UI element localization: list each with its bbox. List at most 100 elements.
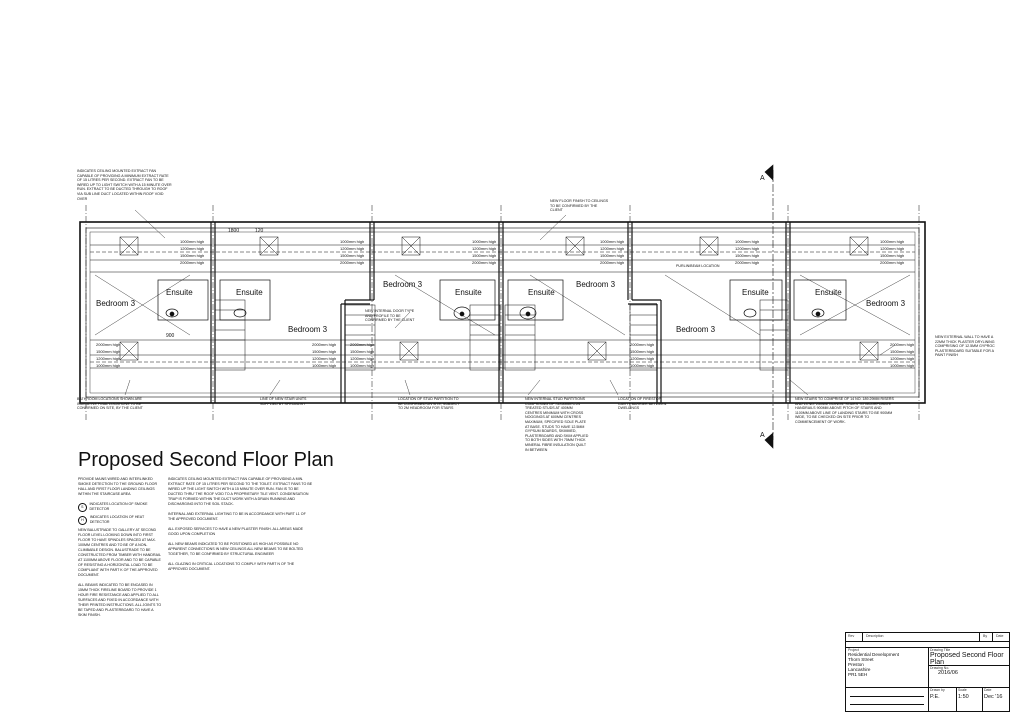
- height-note: 2000mm high: [340, 260, 364, 265]
- project-cell: Project Residential Development Thorn St…: [846, 647, 928, 687]
- height-note: 2000mm high: [630, 342, 654, 347]
- legend-smoke: S INDICATES LOCATION OF SMOKE DETECTOR: [78, 502, 163, 512]
- rev-label: Rev: [848, 634, 855, 638]
- height-note: 1200mm high: [312, 356, 336, 361]
- drawn-by-cell: Drawn by P.E.: [928, 687, 956, 711]
- callout-stud-partition: LOCATION OF STUD PARTITION TO BE CONFIRM…: [398, 397, 460, 411]
- stairs: [214, 299, 789, 371]
- callout-line-of-stair: LINE OF NEW STAIR UNITS SUPPLIED BY SPEC…: [260, 397, 307, 406]
- height-note: 1000mm high: [735, 239, 759, 244]
- callout-extract-fan: INDICATES CEILING MOUNTED EXTRACT FAN CA…: [77, 169, 172, 201]
- date-cell: Date Dec '16: [982, 687, 1009, 711]
- height-note: 2000mm high: [350, 342, 374, 347]
- room-label: Bedroom 3: [288, 325, 328, 334]
- drawn-by-label: Drawn by: [930, 688, 945, 692]
- height-note: 1000mm high: [630, 363, 654, 368]
- height-note: 1000mm high: [340, 239, 364, 244]
- room-label: Bedroom 3: [866, 299, 906, 308]
- room-labels: Bedroom 3 Ensuite Ensuite Bedroom 3 Bedr…: [96, 280, 906, 334]
- legend-text: INDICATES LOCATION OF HEAT DETECTOR: [89, 515, 145, 524]
- section-label-bottom: A: [760, 432, 765, 439]
- drawing-no: 2016/06: [938, 670, 958, 676]
- height-notes: 1000mm high 1200mm high 1500mm high 2000…: [96, 239, 914, 368]
- room-label: Ensuite: [166, 288, 193, 297]
- scale-label: Scale: [958, 688, 967, 692]
- drawing-title-cell: Drawing Title Proposed Second Floor Plan: [928, 647, 1009, 666]
- note: INTERNAL AND EXTERNAL LIGHTING TO BE IN …: [168, 512, 306, 521]
- dimension-900: 900: [166, 333, 175, 339]
- height-note: 2000mm high: [96, 342, 120, 347]
- callout-floor-finish: NEW FLOOR FINISH TO CEILINGS TO BE CONFI…: [550, 199, 609, 213]
- disclaimer: [848, 688, 926, 710]
- height-note: 2000mm high: [880, 260, 904, 265]
- legend-text: INDICATES LOCATION OF SMOKE DETECTOR: [89, 502, 148, 511]
- room-label: Bedroom 3: [383, 280, 423, 289]
- heat-detector-icon: H: [78, 515, 87, 525]
- rooflight-markers: [119, 236, 879, 361]
- scale: 1:50: [958, 694, 969, 700]
- project-line: Preston: [848, 662, 864, 667]
- callout-bathroom-locations: BATHROOM LOCATIONS SHOWN ARE INDICATIVE …: [77, 397, 143, 411]
- section-label-top: A: [760, 175, 765, 182]
- drawing-title-label: Drawing Title: [930, 648, 951, 652]
- note: INDICATES CEILING MOUNTED EXTRACT FAN CA…: [168, 477, 313, 506]
- title-block: Rev Description By Date Project Resident…: [845, 632, 1010, 712]
- general-notes-left: PROVIDE MAINS WIRED AND INTERLINKED SMOK…: [78, 477, 163, 623]
- height-note: 1200mm high: [880, 246, 904, 251]
- height-note: 1000mm high: [600, 239, 624, 244]
- height-note: 2000mm high: [472, 260, 496, 265]
- callout-internal-stud: NEW INTERNAL STUD PARTITIONS COMPRISING …: [525, 397, 589, 452]
- height-note: 1200mm high: [472, 246, 496, 251]
- leader-lines: [124, 209, 896, 396]
- height-note: 1500mm high: [472, 253, 496, 258]
- party-walls: [210, 222, 791, 403]
- height-note: 1000mm high: [472, 239, 496, 244]
- height-note: 1200mm high: [180, 246, 204, 251]
- room-label: Bedroom 3: [96, 299, 136, 308]
- note: ALL EXPOSED SERVICES TO HAVE A NEW PLAST…: [168, 527, 304, 536]
- drawing-no-cell: Drawing No. 2016/06: [928, 665, 1009, 687]
- callout-purlin: PURLIN/BEAM LOCATION: [676, 264, 720, 268]
- section-line-a: [764, 164, 774, 449]
- height-note: 1000mm high: [350, 363, 374, 368]
- height-note: 2000mm high: [600, 260, 624, 265]
- drawing-no-label: Drawing No.: [930, 666, 950, 670]
- ensuites: [157, 279, 847, 321]
- height-note: 1500mm high: [312, 349, 336, 354]
- height-note: 1200mm high: [600, 246, 624, 251]
- height-note: 1200mm high: [96, 356, 120, 361]
- height-note: 1500mm high: [630, 349, 654, 354]
- smoke-detector-icon: S: [78, 502, 87, 512]
- callout-stairs: NEW STAIRS TO COMPRISE OF 14 NO. 189.29m…: [795, 397, 894, 424]
- room-label: Ensuite: [815, 288, 842, 297]
- project-line: Lancashire: [848, 667, 871, 672]
- height-note: 1500mm high: [350, 349, 374, 354]
- note: ALL BEAMS INDICATED TO BE ENCASED IN 15m…: [78, 583, 162, 617]
- room-label: Bedroom 3: [676, 325, 716, 334]
- room-label: Ensuite: [236, 288, 263, 297]
- date-label-2: Date: [984, 688, 992, 692]
- callout-fire-barrier: LOCATION OF FIRESTOP CAVITY BARRIER BETW…: [618, 397, 667, 411]
- height-note: 1500mm high: [735, 253, 759, 258]
- height-note: 2000mm high: [735, 260, 759, 265]
- room-label: Ensuite: [528, 288, 555, 297]
- height-note: 2000mm high: [312, 342, 336, 347]
- height-note: 1500mm high: [880, 253, 904, 258]
- height-note: 1200mm high: [890, 356, 914, 361]
- date-label: Date: [996, 634, 1004, 638]
- dimensions: 1800 120 900: [166, 228, 264, 339]
- by-label: By: [983, 634, 988, 638]
- date: Dec '16: [984, 694, 1003, 700]
- room-label: Ensuite: [455, 288, 482, 297]
- drawing-title: Proposed Second Floor Plan: [930, 652, 1004, 666]
- roof-lines: [90, 244, 915, 369]
- height-note: 1000mm high: [180, 239, 204, 244]
- height-note: 1000mm high: [312, 363, 336, 368]
- height-note: 1000mm high: [880, 239, 904, 244]
- note: PROVIDE MAINS WIRED AND INTERLINKED SMOK…: [78, 477, 158, 496]
- dimension-1800: 1800: [228, 228, 239, 234]
- height-note: 1500mm high: [96, 349, 120, 354]
- height-note: 1200mm high: [350, 356, 374, 361]
- height-note: 2000mm high: [890, 342, 914, 347]
